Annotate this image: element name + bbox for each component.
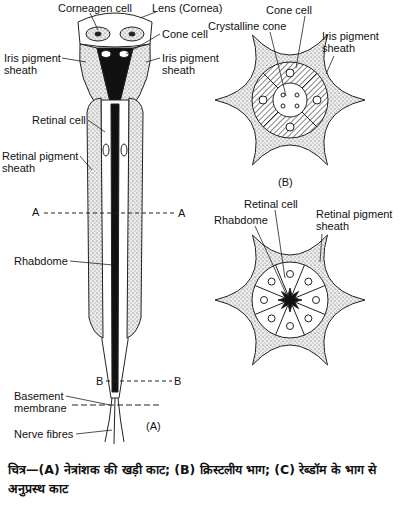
vertical-section [44, 13, 176, 444]
cell-boundary [276, 265, 289, 295]
leader-line [70, 261, 113, 265]
retinal-nucleus [121, 144, 127, 156]
cone-granule [281, 93, 285, 97]
retinal-cells [101, 100, 129, 398]
nerve-fibre [114, 398, 115, 444]
cell-boundary [292, 265, 305, 295]
leader-line [270, 32, 286, 96]
corneagen-cell [120, 27, 144, 41]
leader-line [88, 120, 105, 132]
part-label: Corneagen cell [58, 2, 132, 14]
cell-boundary [255, 286, 285, 299]
cell-boundary [302, 112, 317, 127]
cone-cell-nucleus [286, 69, 294, 77]
leader-line [80, 156, 92, 170]
crystalline-cone [97, 48, 133, 102]
part-label: Cone cell [162, 28, 208, 40]
figure-letter: (A) [146, 420, 161, 432]
retinal-nucleus [103, 144, 109, 156]
cone-granule [295, 93, 299, 97]
part-label: Iris pigment sheath [322, 30, 400, 54]
leader-line [62, 58, 86, 62]
leader-line [320, 234, 322, 262]
cone-cell-nucleus [259, 96, 267, 104]
cell-boundary [263, 112, 278, 127]
retinal-nucleus [305, 315, 312, 322]
cell-boundary [263, 73, 278, 88]
star-outline [215, 35, 365, 165]
retinal-nucleus [313, 297, 320, 304]
part-label: Iris pigment sheath [4, 52, 82, 76]
part-label: Lens (Cornea) [152, 2, 222, 14]
cell-nucleus [95, 32, 101, 36]
cell-boundary [302, 73, 317, 88]
leader-line [326, 56, 334, 74]
cone-granule [295, 104, 299, 108]
part-label: Iris pigment sheath [162, 52, 242, 76]
figure-caption: चित्र—(A) नेत्रांशक की खड़ी काट; (B) क्र… [8, 460, 394, 498]
cell-boundary [295, 302, 325, 315]
cone-cell [119, 51, 129, 58]
retinal-nucleus [287, 271, 294, 278]
part-label: Retinal cell [32, 114, 86, 126]
cell-boundary [292, 305, 305, 335]
retinal-nucleus [287, 323, 294, 330]
section-marker: B [96, 375, 103, 387]
cone-cell-ring [252, 62, 328, 138]
rhabdome [278, 288, 302, 312]
part-label: Retinal pigment sheath [316, 208, 400, 232]
retinal-nucleus [268, 278, 275, 285]
section-line [44, 213, 176, 214]
retinal-nucleus [305, 278, 312, 285]
cone-cell [101, 51, 111, 58]
leader-line [126, 34, 160, 54]
retinal-nucleus [268, 315, 275, 322]
cone-granule [281, 104, 285, 108]
section-marker: A [32, 206, 39, 218]
part-label: Retinal cell [244, 198, 298, 210]
retinal-pigment-sheath [127, 98, 143, 338]
section-line [106, 381, 172, 382]
rhabdome [111, 104, 119, 392]
part-label: Crystalline cone [208, 20, 286, 32]
part-label: Rhabdome [214, 214, 268, 226]
cell-nucleus [129, 32, 135, 36]
section-marker: A [178, 207, 185, 219]
leader-line [255, 226, 288, 298]
figure-letter: (B) [278, 176, 293, 188]
section-marker: B [174, 375, 181, 387]
part-label: Nerve fibres [14, 428, 73, 440]
leader-line [66, 396, 110, 405]
cell-boundary [255, 302, 285, 315]
retinal-cell-ring [252, 262, 328, 338]
rhabdome-section [215, 235, 365, 365]
leader-line [76, 430, 112, 434]
cell-boundary [295, 286, 325, 299]
cell-boundary [276, 305, 289, 335]
leader-line [275, 210, 285, 278]
retinal-pigment-sheath [87, 98, 103, 338]
part-label: Retinal pigment sheath [2, 150, 82, 174]
part-label: Basement membrane [14, 390, 84, 414]
retinal-nucleus [261, 297, 268, 304]
crystalline-cone [273, 83, 307, 117]
cone-cell-nucleus [286, 123, 294, 131]
leader-line [296, 16, 305, 68]
leader-line [90, 13, 98, 30]
star-outline [215, 235, 365, 365]
crystalline-section [215, 35, 365, 165]
cone-cell-nucleus [313, 96, 321, 104]
part-label: Cone cell [266, 4, 312, 16]
lens-cornea [78, 13, 152, 47]
leader-line [146, 58, 160, 62]
basement-membrane [72, 405, 162, 406]
part-label: Rhabdome [14, 255, 68, 267]
leader-lines [62, 12, 334, 434]
